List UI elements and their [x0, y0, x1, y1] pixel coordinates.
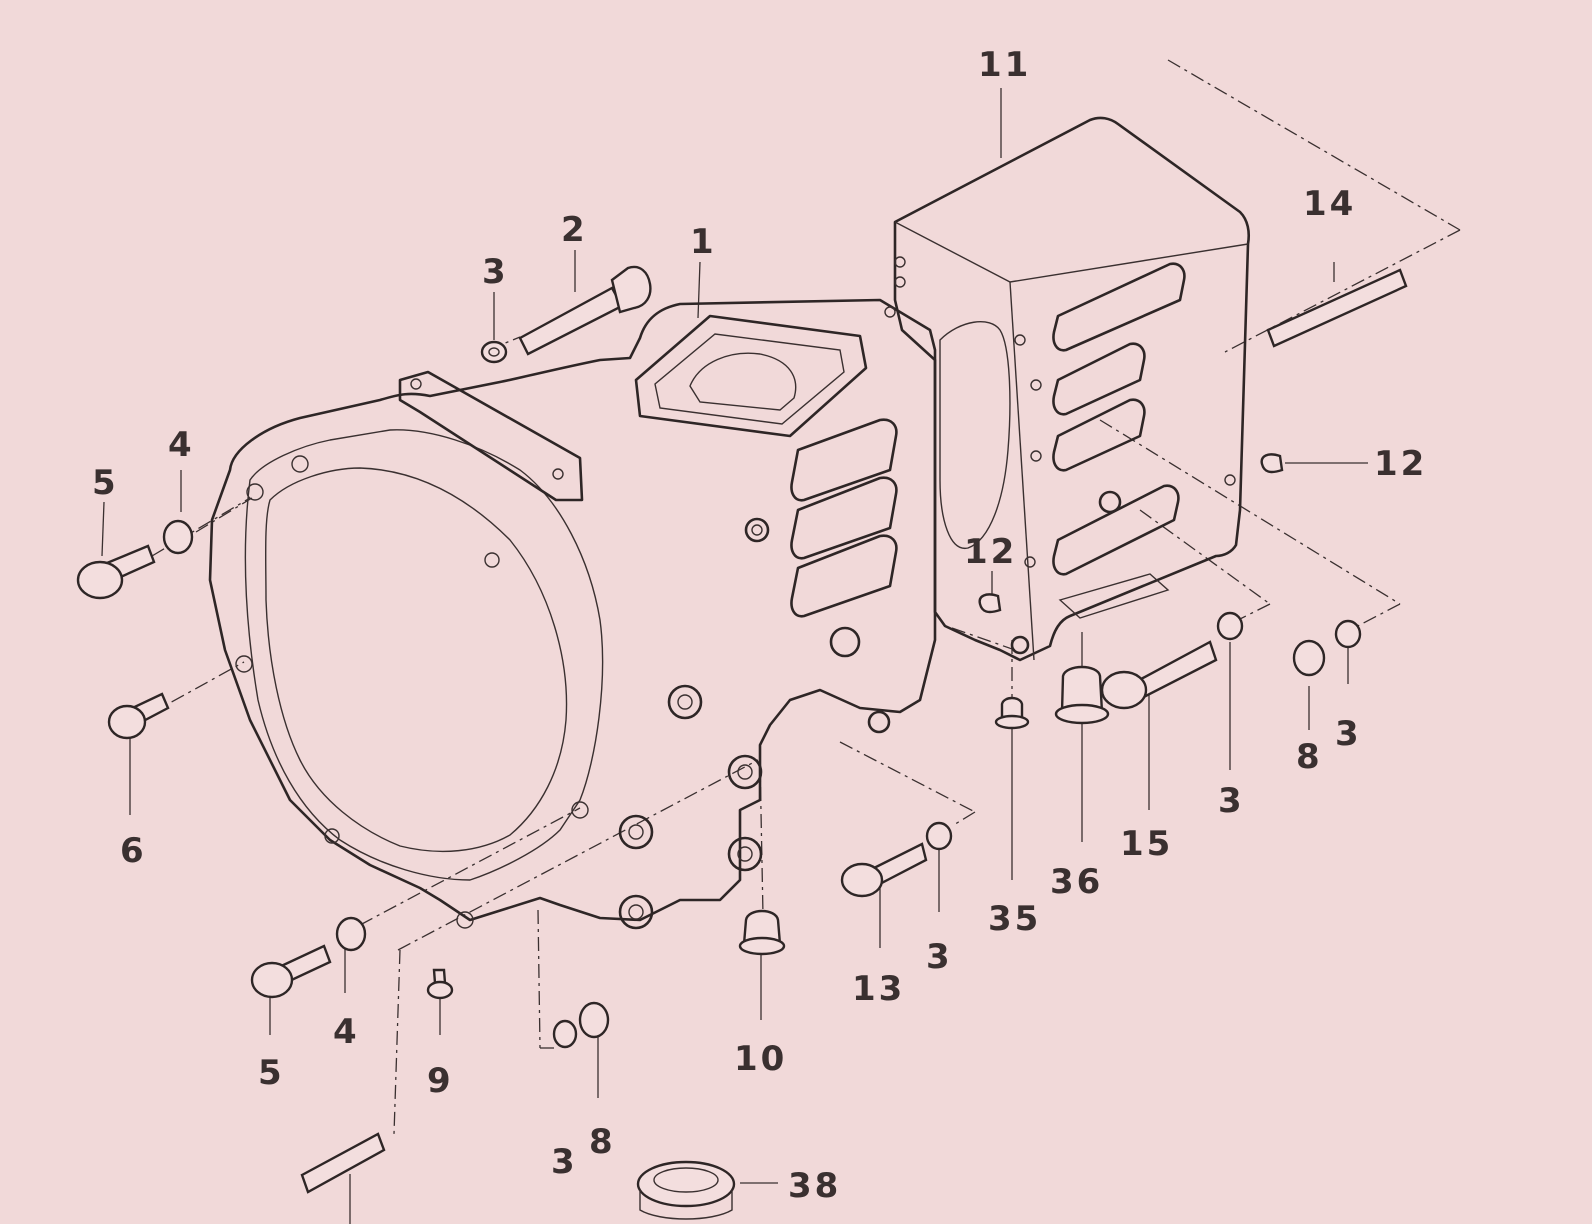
part-label-4: 4 [168, 425, 195, 465]
part-label-15: 15 [1120, 824, 1173, 864]
part-label-12: 12 [1374, 444, 1427, 484]
part-label-4: 4 [333, 1012, 360, 1052]
part-label-35: 35 [988, 899, 1041, 939]
leader-lines [101, 59, 1461, 1224]
fasteners [76, 265, 1408, 1220]
part-label-9: 9 [427, 1061, 454, 1101]
part-label-8: 8 [589, 1122, 616, 1162]
part-label-2: 2 [561, 210, 588, 250]
part-label-3: 3 [1335, 714, 1362, 754]
part-label-14: 14 [1303, 184, 1356, 224]
part-label-10: 10 [734, 1039, 787, 1079]
part-label-5: 5 [258, 1053, 285, 1093]
part-label-3: 3 [482, 252, 509, 292]
part-label-12: 12 [964, 532, 1017, 572]
part-label-36: 36 [1050, 862, 1103, 902]
part-label-8: 8 [1296, 737, 1323, 777]
part-label-6: 6 [120, 831, 147, 871]
part-label-11: 11 [978, 45, 1031, 85]
part-label-3: 3 [1218, 781, 1245, 821]
clutch-housing-part-1 [208, 298, 937, 930]
part-number-labels: 11 14 2 1 3 4 5 12 12 6 8 3 3 15 36 35 3… [92, 45, 1427, 1206]
part-label-1: 1 [690, 222, 717, 262]
part-label-3: 3 [551, 1142, 578, 1182]
part-label-38: 38 [788, 1166, 841, 1206]
extension-case-part-11 [884, 116, 1251, 662]
part-label-5: 5 [92, 463, 119, 503]
part-label-3: 3 [926, 937, 953, 977]
part-label-13: 13 [852, 969, 905, 1009]
